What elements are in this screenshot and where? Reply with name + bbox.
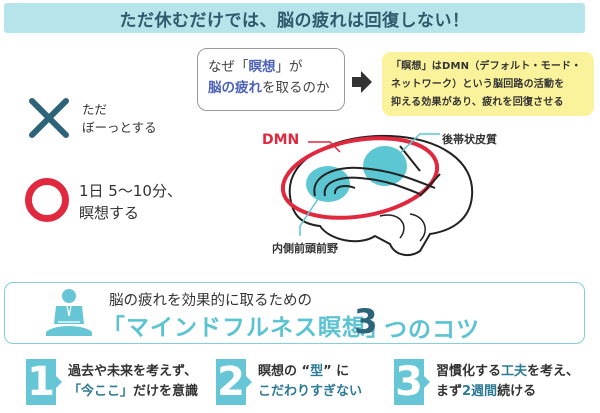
- step-text: 過去や未来を考えず、 「今ここ」だけを意識: [68, 362, 198, 402]
- step-pointer: [424, 376, 430, 388]
- step-line: ” に: [323, 364, 350, 379]
- step-line: 習慣化する: [436, 364, 502, 379]
- q-highlight: 瞑想: [248, 59, 276, 75]
- bad-line: ぼーっとする: [82, 120, 157, 135]
- step-pointer: [56, 376, 62, 388]
- step-1: 1 過去や未来を考えず、 「今ここ」だけを意識: [26, 359, 198, 405]
- meditating-person-icon: [46, 289, 92, 336]
- q-text: なぜ「: [208, 59, 249, 75]
- headline-text: ただ休むだけでは、脳の疲れは回復しない！: [119, 10, 470, 31]
- step-highlight: 「今ここ」: [68, 384, 134, 399]
- good-example-text: 1日 5〜10分、 瞑想する: [79, 180, 182, 224]
- step-line: まず: [436, 384, 463, 399]
- step-highlight: こだわりすぎない: [258, 384, 363, 399]
- step-line: だけを意識: [133, 384, 199, 399]
- q-highlight: 脳の疲れ: [208, 80, 262, 96]
- tips-subtitle: 脳の疲れを効果的に取るための: [109, 293, 312, 309]
- mpfc-label: 内側前頭前野: [272, 242, 338, 255]
- answer-box: 「瞑想」はDMN（デフォルト・モード・ ネットワーク）という脳回路の活動を 抑え…: [382, 52, 594, 116]
- step-highlight: 2週間: [462, 384, 498, 399]
- answer-line: ネットワーク）という脳回路の活動を: [391, 79, 565, 90]
- q-text: を取るのか: [262, 80, 330, 96]
- question-box: なぜ「瞑想」が 脳の疲れを取るのか: [197, 48, 345, 111]
- tips-title: 「マインドフルネス瞑想」: [102, 315, 390, 341]
- step-3: 3 習慣化する工夫を考え、 まず2週間続ける: [394, 359, 579, 405]
- step-pointer: [246, 376, 252, 388]
- step-2: 2 瞑想の “型” に こだわりすぎない: [216, 359, 362, 405]
- headline-banner: ただ休むだけでは、脳の疲れは回復しない！: [4, 3, 585, 33]
- x-mark-icon: [29, 98, 69, 138]
- answer-line: 「瞑想」はDMN（デフォルト・モード・: [391, 61, 582, 72]
- step-highlight: 型: [310, 364, 324, 379]
- tips-count: 3: [354, 302, 378, 342]
- circle-mark-icon: [25, 178, 69, 222]
- step-number: 1: [26, 359, 56, 405]
- step-line: 瞑想の “: [258, 364, 311, 379]
- good-line: 1日 5〜10分、: [79, 182, 182, 200]
- bad-line: ただ: [82, 102, 108, 117]
- arrow-right-icon: [352, 71, 372, 93]
- dmn-label: DMN: [262, 132, 300, 148]
- step-line: を考え、: [527, 364, 580, 379]
- tips-tail: つのコツ: [384, 317, 480, 343]
- step-text: 習慣化する工夫を考え、 まず2週間続ける: [436, 362, 579, 402]
- bad-example-text: ただ ぼーっとする: [82, 101, 157, 137]
- step-text: 瞑想の “型” に こだわりすぎない: [258, 362, 362, 402]
- tips-box: [4, 282, 585, 344]
- brain-diagram-icon: [280, 133, 474, 257]
- pcc-label: 後帯状皮質: [442, 133, 497, 146]
- answer-line: 抑える効果があり、疲れを回復させる: [391, 97, 564, 108]
- good-line: 瞑想する: [79, 204, 140, 222]
- step-number: 2: [216, 359, 246, 405]
- step-number: 3: [394, 359, 424, 405]
- q-text: 」が: [275, 59, 303, 75]
- step-highlight: 工夫: [501, 364, 528, 379]
- step-line: 続ける: [497, 384, 537, 399]
- step-line: 過去や未来を考えず、: [68, 364, 198, 379]
